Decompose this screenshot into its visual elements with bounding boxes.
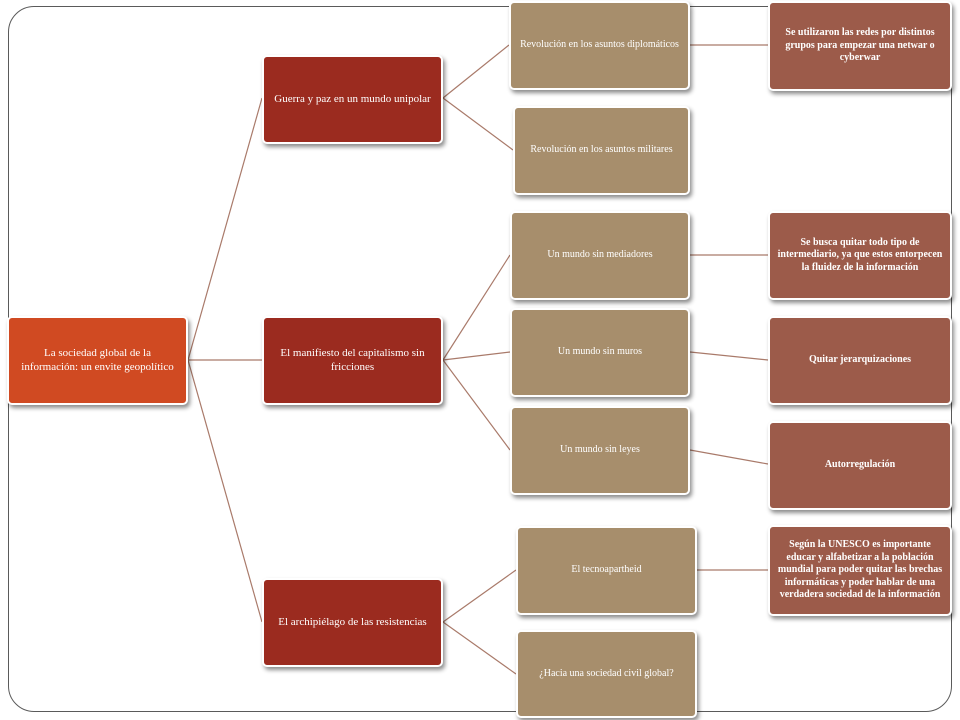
branch-manifiesto-capitalismo: El manifiesto del capitalismo sin fricci…	[262, 316, 443, 405]
connector-b1-c2	[442, 97, 514, 151]
connector-root-branch3	[187, 359, 263, 623]
connector-c4-d4	[689, 351, 769, 361]
node-sociedad-civil-global: ¿Hacia una sociedad civil global?	[516, 630, 697, 718]
connector-c5-d5	[689, 449, 769, 465]
node-label: Un mundo sin mediadores	[547, 249, 653, 261]
detail-text: Se busca quitar todo tipo de intermediar…	[777, 236, 943, 273]
detail-text: Según la UNESCO es importante educar y a…	[777, 539, 943, 601]
detail-text: Autorregulación	[824, 459, 896, 471]
node-revolucion-militares: Revolución en los asuntos militares	[513, 106, 690, 195]
branch-archipielago-resistencias: El archipiélago de las resistencias	[262, 578, 443, 667]
node-label: ¿Hacia una sociedad civil global?	[539, 667, 674, 679]
node-label: Revolución en los asuntos militares	[530, 144, 673, 156]
connector-b1-c1	[442, 44, 510, 99]
detail-quitar-intermediarios: Se busca quitar todo tipo de intermediar…	[768, 211, 952, 300]
connector-b2-c3	[442, 359, 511, 451]
connector-b3-c2	[442, 621, 517, 675]
branch-label: El archipiélago de las resistencias	[278, 615, 427, 628]
root-node-label: La sociedad global de la información: un…	[21, 346, 174, 373]
connector-b2-c1	[442, 254, 511, 361]
detail-autorregulacion: Autorregulación	[768, 421, 952, 510]
node-mundo-sin-mediadores: Un mundo sin mediadores	[510, 211, 690, 300]
detail-unesco-brechas: Según la UNESCO es importante educar y a…	[768, 525, 952, 616]
node-label: Un mundo sin muros	[557, 346, 643, 358]
node-label: El tecnoapartheid	[571, 564, 642, 576]
node-label: Un mundo sin leyes	[560, 444, 640, 456]
node-tecnoapartheid: El tecnoapartheid	[516, 526, 697, 615]
connector-b2-c2	[442, 351, 511, 361]
detail-quitar-jerarquizaciones: Quitar jerarquizaciones	[768, 316, 952, 405]
branch-label: El manifiesto del capitalismo sin fricci…	[280, 346, 425, 373]
node-mundo-sin-leyes: Un mundo sin leyes	[510, 406, 690, 495]
root-node: La sociedad global de la información: un…	[7, 316, 188, 405]
node-label: Revolución en los asuntos diplomáticos	[520, 39, 679, 51]
branch-guerra-paz: Guerra y paz en un mundo unipolar	[262, 55, 443, 144]
detail-text: Se utilizaron las redes por distintos gr…	[785, 27, 935, 64]
connector-root-branch1	[187, 97, 263, 361]
branch-label: Guerra y paz en un mundo unipolar	[274, 92, 431, 105]
connector-b3-c1	[442, 569, 517, 623]
detail-text: Quitar jerarquizaciones	[808, 354, 912, 366]
node-mundo-sin-muros: Un mundo sin muros	[510, 308, 690, 397]
detail-netwar-cyberwar: Se utilizaron las redes por distintos gr…	[768, 1, 952, 91]
node-revolucion-diplomaticos: Revolución en los asuntos diplomáticos	[509, 1, 690, 90]
